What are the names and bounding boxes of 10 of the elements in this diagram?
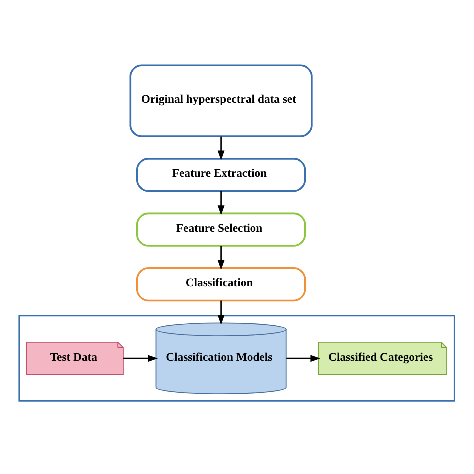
arrow: [218, 246, 225, 270]
arrow: [218, 136, 225, 161]
arrow: [286, 355, 321, 362]
arrow: [124, 355, 158, 362]
node-box: Feature Extraction: [136, 158, 306, 192]
arrow: [218, 191, 225, 216]
node-box: Original hyperspectral data set: [130, 64, 313, 138]
node-box: Feature Selection: [136, 212, 306, 247]
node-box: Classification: [136, 268, 306, 302]
arrow: [218, 300, 225, 326]
